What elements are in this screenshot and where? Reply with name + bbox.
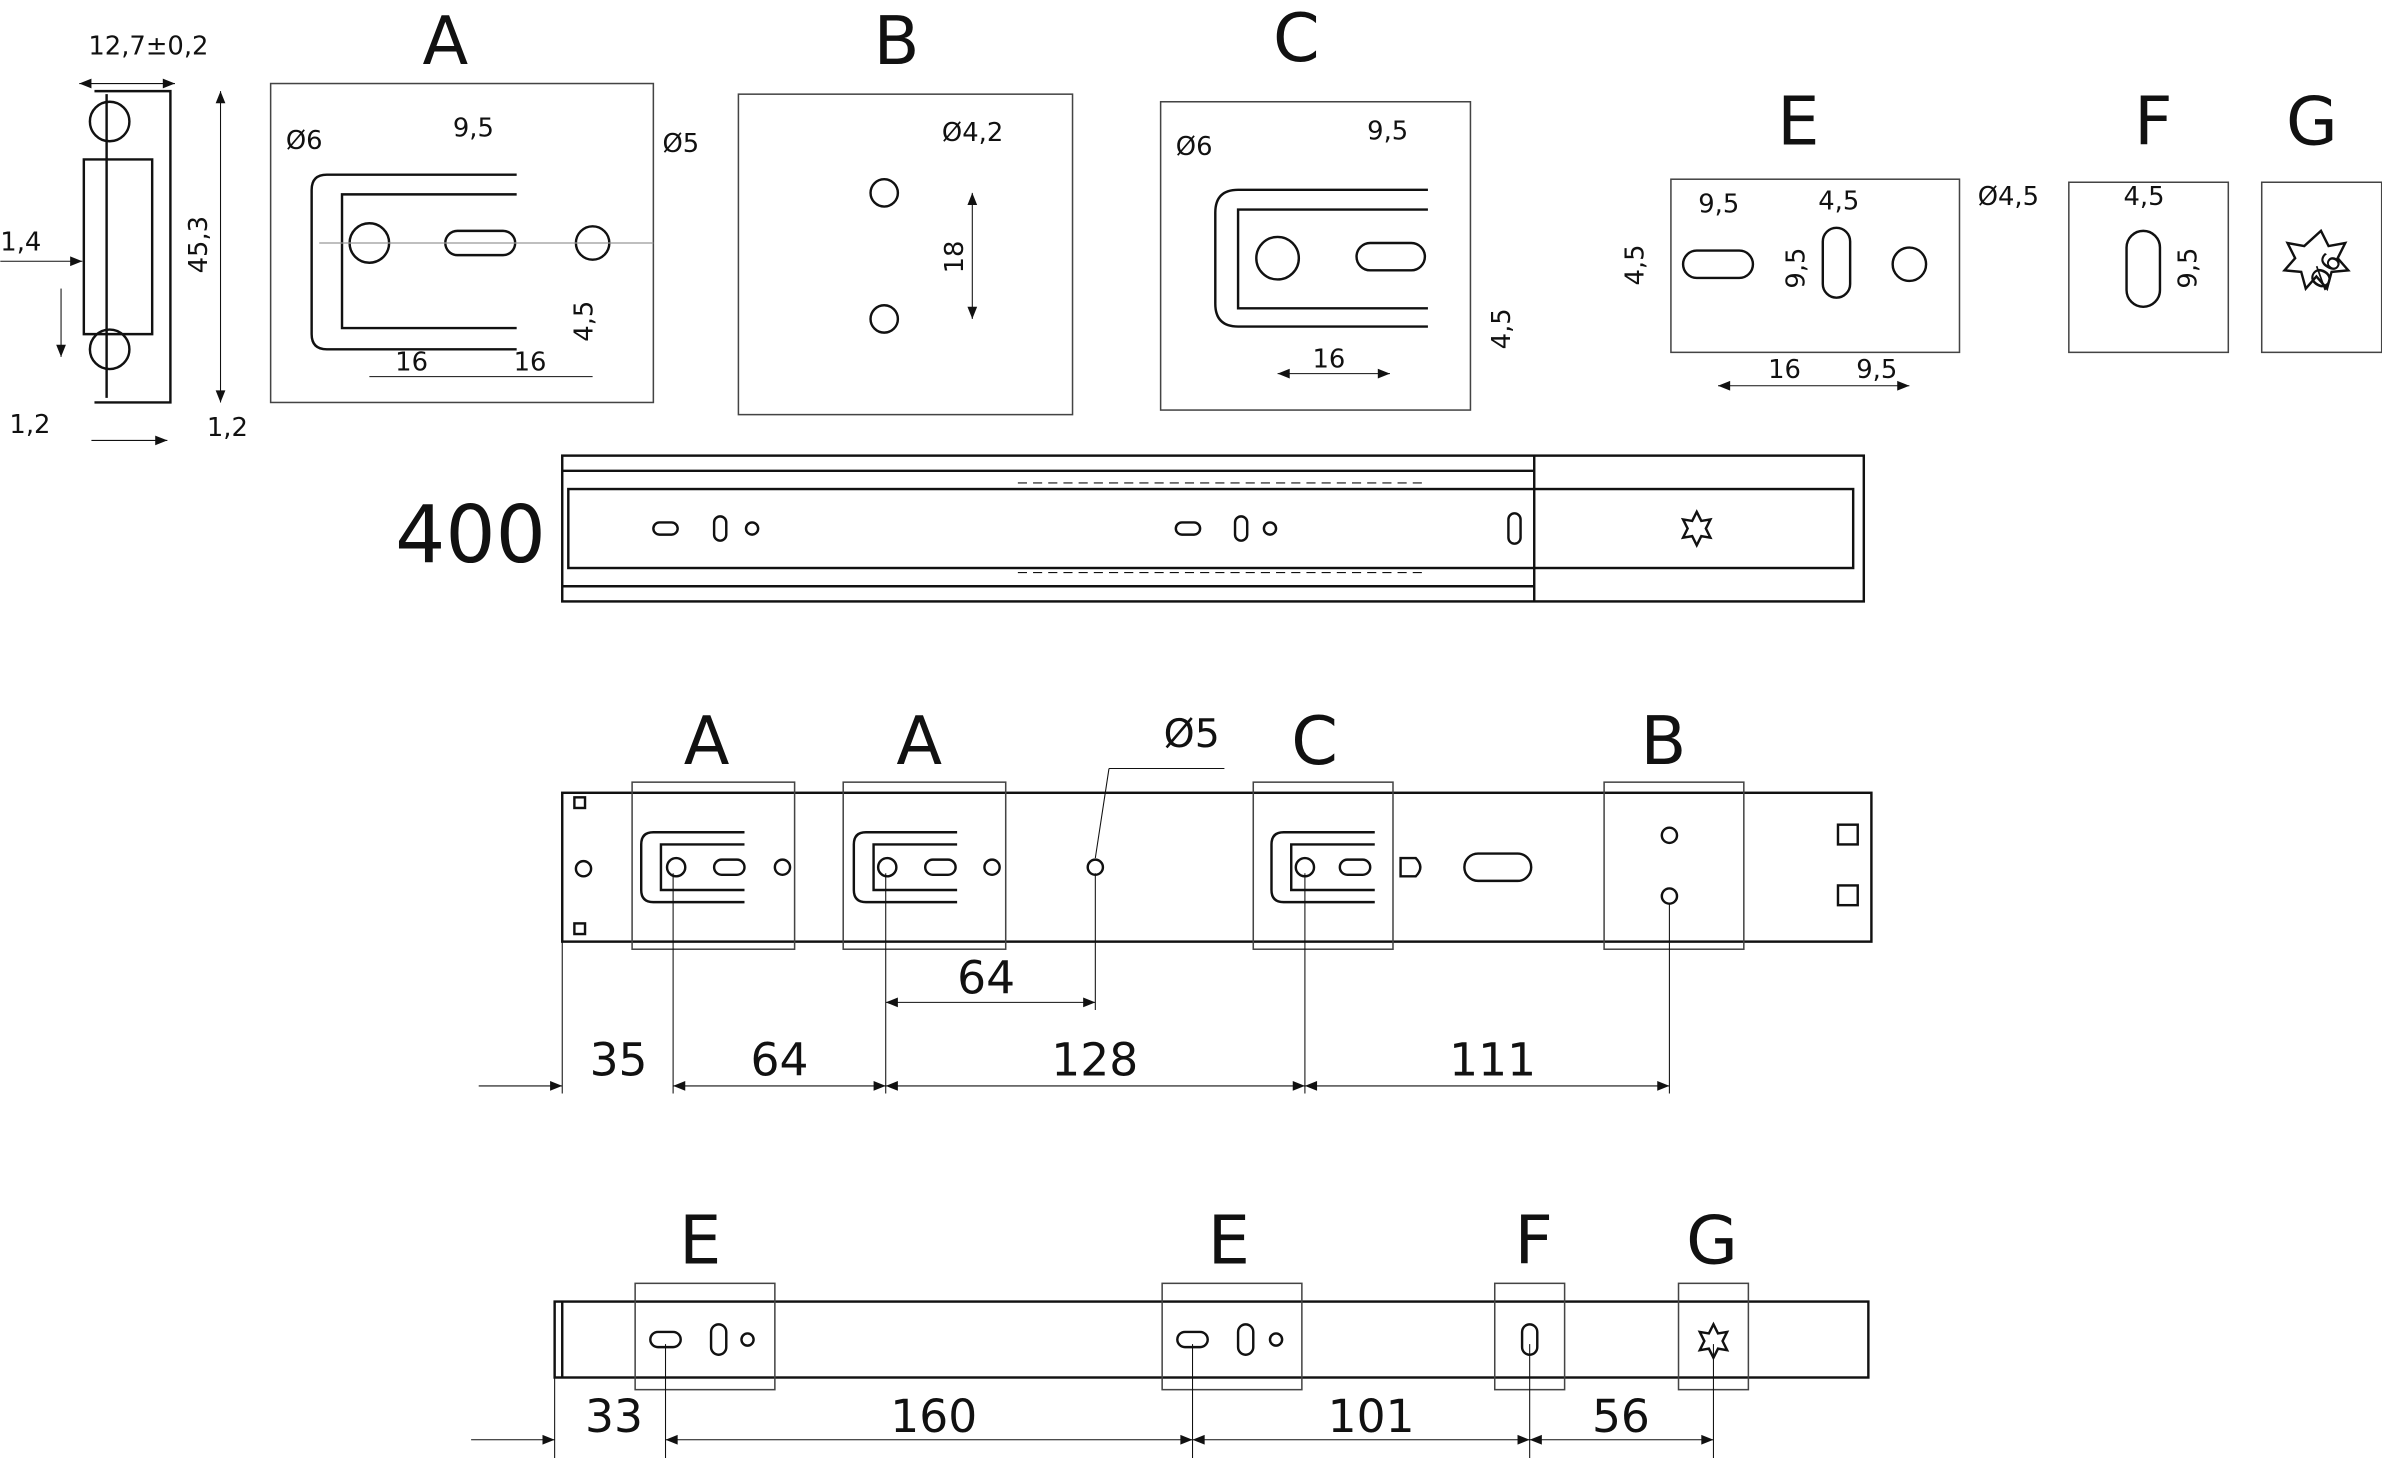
detail-e-slot2-width-dim: 4,5 [1818, 187, 1859, 217]
detail-a: A Ø6 9,5 Ø5 4,5 16 16 [269, 2, 699, 404]
detail-f-title: F [2134, 82, 2172, 160]
detail-e-title: E [1777, 82, 1819, 160]
drawer-rail: E E F G 33 160 101 56 [471, 1202, 1870, 1458]
star-hole-icon [2282, 228, 2351, 292]
cabinet-label-4: B [1641, 702, 1687, 780]
detail-c-slot-dim: 9,5 [1367, 117, 1408, 147]
detail-e-dim-2: 9,5 [1856, 355, 1897, 385]
detail-e: E 9,5 4,5 Ø4,5 4,5 9,5 16 9,5 [1621, 82, 2039, 391]
detail-a-hole-dim: Ø6 [286, 126, 323, 156]
detail-c-title: C [1273, 0, 1320, 77]
detail-b-hole-dim: Ø4,2 [942, 118, 1003, 148]
cabinet-hole-dim: Ø5 [1164, 711, 1220, 757]
detail-b: B Ø4,2 18 [737, 2, 1074, 416]
cabinet-dim-1: 35 [590, 1033, 648, 1086]
cabinet-offset-dim: 64 [957, 951, 1015, 1004]
detail-e-width-dim: 4,5 [1621, 244, 1651, 285]
detail-c-dim-1: 16 [1313, 345, 1346, 375]
detail-a-dim-2: 16 [514, 348, 547, 378]
drawer-dim-1: 33 [585, 1390, 643, 1443]
detail-a-slot-dim: 9,5 [453, 114, 494, 144]
detail-g: G Ø6 [2260, 82, 2382, 354]
detail-a-small-hole-dim: Ø5 [662, 129, 699, 159]
slide-length-label: 400 [395, 489, 546, 581]
detail-e-hole-dim: Ø4,5 [1978, 182, 2039, 212]
drawer-label-2: E [1208, 1202, 1250, 1280]
drawer-dim-2: 160 [890, 1390, 977, 1443]
detail-e-dim-1: 16 [1768, 355, 1801, 385]
profile-width-dim: 12,7±0,2 [88, 32, 208, 62]
detail-a-width-dim: 4,5 [570, 301, 600, 342]
detail-f-width-dim: 4,5 [2124, 182, 2165, 212]
drawer-label-3: F [1514, 1202, 1552, 1280]
detail-c: C Ø6 9,5 4,5 16 [1159, 0, 1517, 411]
detail-b-title: B [874, 2, 920, 80]
detail-c-hole-dim: Ø6 [1176, 132, 1213, 162]
drawer-label-4: G [1686, 1202, 1738, 1280]
cabinet-label-1: A [684, 702, 730, 780]
detail-e-slot2-len-dim: 9,5 [1782, 248, 1812, 289]
detail-a-dim-1: 16 [395, 348, 428, 378]
cabinet-rail: A A Ø5 C B 64 35 64 128 111 [478, 702, 1873, 1094]
profile-gap-dim: 1,2 [9, 410, 50, 440]
cabinet-label-3: C [1291, 702, 1338, 780]
detail-g-title: G [2286, 82, 2338, 160]
drawer-dim-4: 56 [1592, 1390, 1650, 1443]
drawer-label-1: E [679, 1202, 721, 1280]
detail-c-width-dim: 4,5 [1487, 308, 1517, 349]
slide-assembly-view: 400 [395, 454, 1866, 603]
profile-section: 12,7±0,2 45,3 1,4 1,2 1,2 [0, 32, 248, 446]
detail-b-spacing-dim: 18 [940, 241, 970, 274]
cabinet-dim-2: 64 [751, 1033, 809, 1086]
cabinet-dim-3: 128 [1051, 1033, 1138, 1086]
detail-f: F 4,5 9,5 [2068, 82, 2230, 354]
profile-height-dim: 45,3 [184, 216, 214, 273]
profile-wall-dim: 1,2 [207, 413, 248, 443]
cabinet-dim-4: 111 [1449, 1033, 1536, 1086]
profile-side-dim: 1,4 [0, 228, 41, 258]
detail-a-title: A [423, 2, 469, 80]
detail-f-len-dim: 9,5 [2173, 248, 2203, 289]
detail-g-dia-dim: Ø6 [2304, 248, 2348, 295]
cabinet-label-2: A [896, 702, 942, 780]
drawer-dim-3: 101 [1328, 1390, 1415, 1443]
detail-e-slot-dim: 9,5 [1698, 190, 1739, 220]
